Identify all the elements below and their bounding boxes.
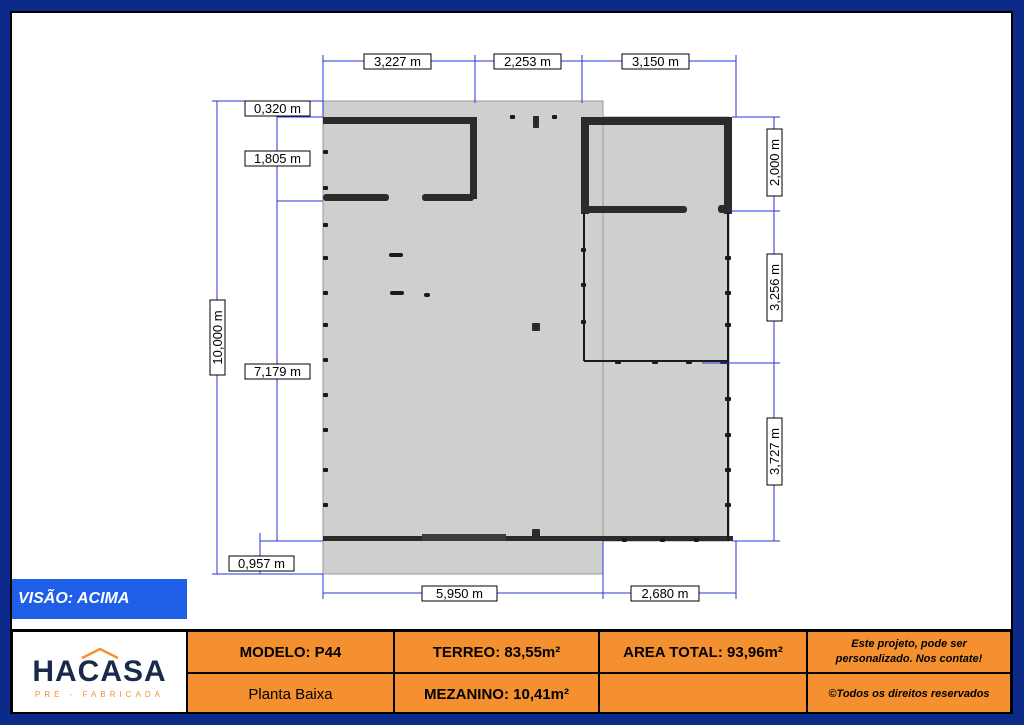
dim-left-1: 0,320 m (254, 101, 301, 116)
wall-top-right (581, 117, 732, 125)
drawing-sheet: 3,227 m 2,253 m 3,150 m 0,320 m 1,805 m … (10, 11, 1013, 714)
logo-subtitle: PRÉ - FABRICADA (35, 690, 164, 699)
dim-top-3: 3,150 m (632, 54, 679, 69)
door-sill (422, 534, 506, 541)
dimension-labels: 3,227 m 2,253 m 3,150 m 0,320 m 1,805 m … (209, 53, 783, 602)
area-total-cell: AREA TOTAL: 93,96m² (599, 631, 807, 673)
customize-note: Este projeto, pode ser personalizado. No… (807, 631, 1011, 673)
wall-bottom (323, 536, 733, 541)
wall-room-stub (718, 205, 732, 213)
copyright-cell: ©Todos os direitos reservados (807, 673, 1011, 712)
wall-partition-left (323, 194, 389, 201)
terreo-cell: TERREO: 83,55m² (394, 631, 599, 673)
wall-room-bottom (581, 206, 687, 213)
dim-right-3: 3,727 m (767, 428, 782, 475)
dim-bottom-1: 5,950 m (436, 586, 483, 601)
wall-partition-mid (422, 194, 474, 201)
dim-right-2: 3,256 m (767, 264, 782, 311)
plan-type-cell: Planta Baixa (187, 673, 394, 712)
pillar-top (533, 116, 539, 128)
post-markers (323, 115, 731, 542)
floor-slab-main (322, 100, 604, 575)
floor-plan: 3,227 m 2,253 m 3,150 m 0,320 m 1,805 m … (209, 53, 783, 602)
roof-icon (80, 647, 119, 659)
wall-room-left (581, 117, 589, 214)
view-label: VISÃO: ACIMA (12, 579, 187, 619)
wall-inner-vertical (470, 117, 477, 199)
logo: HACASA PRÉ - FABRICADA (12, 631, 187, 712)
dim-top-2: 2,253 m (504, 54, 551, 69)
mezanino-cell: MEZANINO: 10,41m² (394, 673, 599, 712)
dim-left-total: 10,000 m (210, 310, 225, 364)
pillar-center (532, 323, 540, 331)
dim-left-2: 1,805 m (254, 151, 301, 166)
walls (323, 116, 733, 541)
dim-top-1: 3,227 m (374, 54, 421, 69)
dim-bottom-2: 2,680 m (642, 586, 689, 601)
dim-right-1: 2,000 m (767, 139, 782, 186)
empty-cell (599, 673, 807, 712)
dim-left-4: 0,957 m (238, 556, 285, 571)
model-cell: MODELO: P44 (187, 631, 394, 673)
wall-room-right (724, 117, 732, 214)
dim-left-3: 7,179 m (254, 364, 301, 379)
title-block: HACASA PRÉ - FABRICADA MODELO: P44 TERRE… (12, 629, 1011, 712)
floor-slab-right (602, 116, 730, 542)
logo-word: HACASA (32, 655, 167, 688)
pillar-bottom (532, 529, 540, 539)
wall-top-left (323, 117, 473, 124)
